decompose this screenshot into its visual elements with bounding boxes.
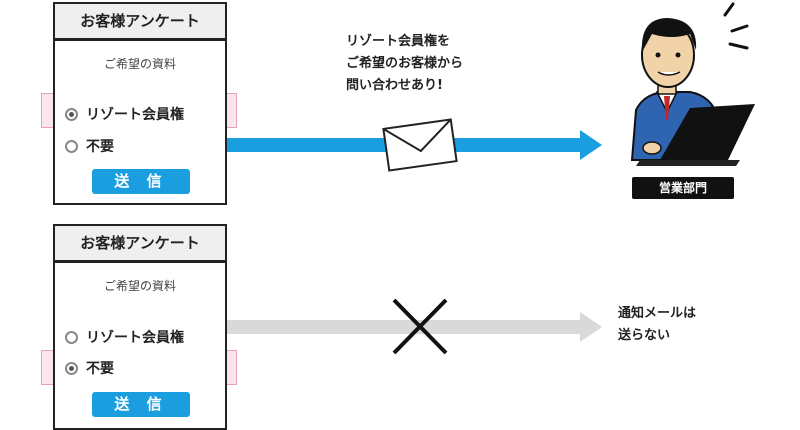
cross-mark-icon xyxy=(392,298,448,355)
submit-button[interactable]: 送 信 xyxy=(92,169,190,194)
envelope-icon xyxy=(382,118,458,172)
message-line: ご希望のお客様から xyxy=(346,56,464,71)
sales-department-label: 営業部門 xyxy=(632,177,734,199)
form-subtitle: ご希望の資料 xyxy=(103,279,176,293)
option-label: リゾート会員権 xyxy=(86,330,184,346)
message-line: 問い合わせあり! xyxy=(346,78,443,93)
radio-checked[interactable] xyxy=(65,107,78,121)
survey-form-bottom: お客様アンケート ご希望の資料 リゾート会員権 不要 送 信 xyxy=(53,224,227,430)
option-label: 不要 xyxy=(86,139,114,155)
office-worker-illustration xyxy=(630,2,755,166)
inquiry-message: リゾート会員権を ご希望のお客様から 問い合わせあり! xyxy=(346,31,463,97)
option-resort[interactable]: リゾート会員権 xyxy=(65,326,184,348)
option-resort[interactable]: リゾート会員権 xyxy=(65,103,184,125)
note-line: 通知メールは xyxy=(618,306,697,321)
option-none[interactable]: 不要 xyxy=(65,135,114,157)
form-title: お客様アンケート xyxy=(55,4,225,41)
option-none[interactable]: 不要 xyxy=(65,357,114,379)
submit-button[interactable]: 送 信 xyxy=(92,392,190,417)
radio-unchecked[interactable] xyxy=(65,139,78,153)
option-label: リゾート会員権 xyxy=(86,107,184,123)
blocked-arrow xyxy=(227,312,602,342)
survey-form-top: お客様アンケート ご希望の資料 リゾート会員権 不要 送 信 xyxy=(53,2,227,205)
no-notification-note: 通知メールは 送らない xyxy=(618,303,696,347)
note-line: 送らない xyxy=(618,328,671,343)
form-title: お客様アンケート xyxy=(55,226,225,263)
radio-checked[interactable] xyxy=(65,361,78,375)
option-label: 不要 xyxy=(86,361,114,377)
radio-unchecked[interactable] xyxy=(65,330,78,344)
form-subtitle: ご希望の資料 xyxy=(103,57,176,71)
message-line: リゾート会員権を xyxy=(346,34,451,49)
